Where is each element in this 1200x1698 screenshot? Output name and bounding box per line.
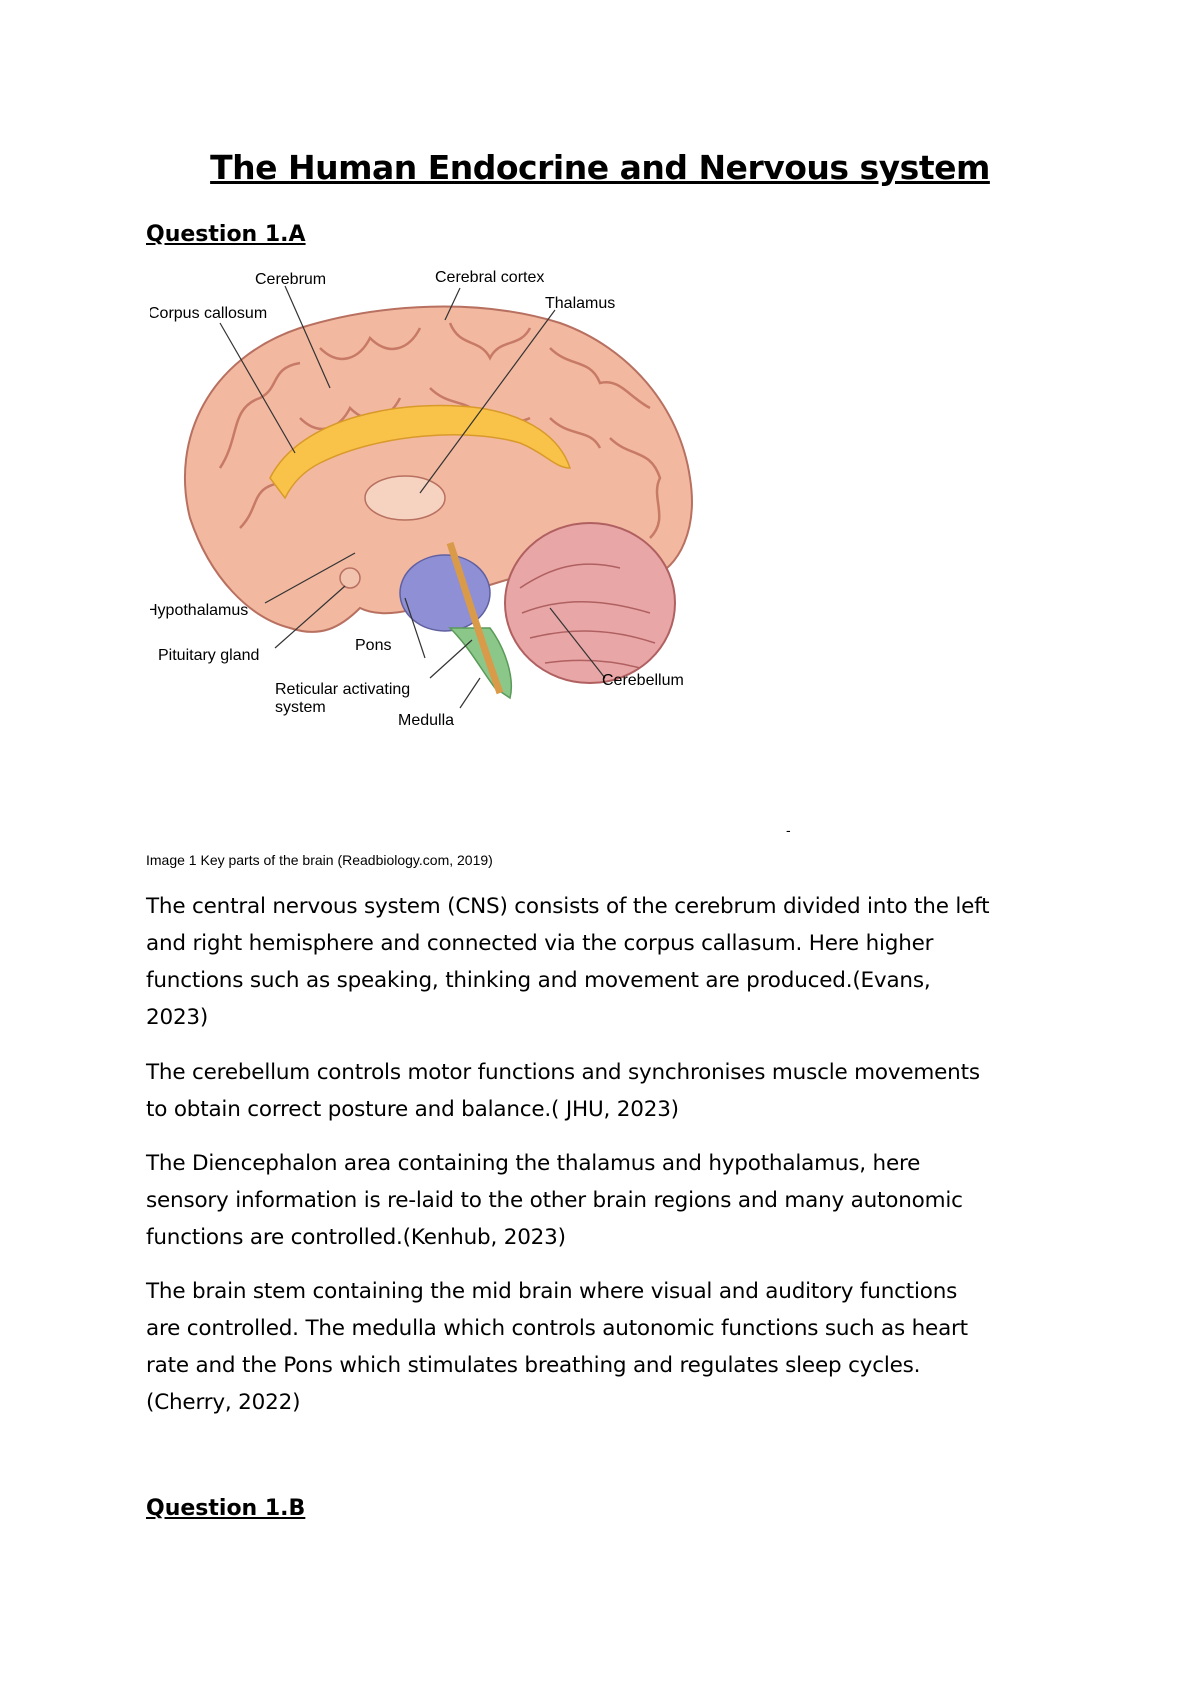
stray-dash: - bbox=[786, 822, 791, 838]
pituitary-shape bbox=[339, 567, 361, 589]
label-cerebrum: Cerebrum bbox=[255, 271, 326, 288]
label-pons: Pons bbox=[355, 637, 391, 654]
paragraph-line: The cerebellum controls motor functions … bbox=[146, 1060, 980, 1085]
label-hypothalamus: Hypothalamus bbox=[150, 602, 248, 619]
thalamus-shape bbox=[364, 475, 446, 521]
paragraph-cns: The central nervous system (CNS) consist… bbox=[146, 888, 1076, 1036]
label-pituitary-gland: Pituitary gland bbox=[158, 647, 259, 664]
pons-shape bbox=[399, 554, 491, 632]
paragraph-line: The central nervous system (CNS) consist… bbox=[146, 894, 990, 919]
paragraph-line: rate and the Pons which stimulates breat… bbox=[146, 1353, 921, 1378]
paragraph-line: to obtain correct posture and balance.( … bbox=[146, 1097, 679, 1122]
paragraph-line: sensory information is re-laid to the ot… bbox=[146, 1188, 963, 1213]
reticular-system-shape bbox=[446, 541, 504, 695]
paragraph-line: 2023) bbox=[146, 1005, 209, 1030]
label-thalamus: Thalamus bbox=[545, 295, 615, 312]
label-cerebellum: Cerebellum bbox=[602, 672, 684, 689]
cerebellum-folia bbox=[519, 563, 656, 669]
label-reticular-line1: Reticular activating bbox=[275, 681, 410, 698]
paragraph-brain-stem: The brain stem containing the mid brain … bbox=[146, 1273, 1076, 1421]
paragraph-line: are controlled. The medulla which contro… bbox=[146, 1316, 968, 1341]
document-title: The Human Endocrine and Nervous system bbox=[210, 148, 990, 187]
paragraph-line: The Diencephalon area containing the tha… bbox=[146, 1151, 921, 1176]
figure-caption: Image 1 Key parts of the brain (Readbiol… bbox=[146, 852, 493, 868]
question-1a-heading: Question 1.A bbox=[146, 222, 306, 247]
paragraph-line: functions such as speaking, thinking and… bbox=[146, 968, 931, 993]
paragraph-cerebellum: The cerebellum controls motor functions … bbox=[146, 1054, 1076, 1128]
label-reticular-line2: system bbox=[275, 699, 326, 716]
paragraph-line: (Cherry, 2022) bbox=[146, 1390, 301, 1415]
cerebellum-shape bbox=[504, 522, 676, 684]
label-cerebral-cortex: Cerebral cortex bbox=[435, 269, 544, 286]
paragraph-line: The brain stem containing the mid brain … bbox=[146, 1279, 958, 1304]
corpus-callosum-shape bbox=[269, 404, 572, 500]
label-corpus-callosum: Corpus callosum bbox=[150, 305, 267, 322]
paragraph-line: functions are controlled.(Kenhub, 2023) bbox=[146, 1225, 566, 1250]
paragraph-diencephalon: The Diencephalon area containing the tha… bbox=[146, 1145, 1076, 1256]
question-1b-heading: Question 1.B bbox=[146, 1496, 306, 1521]
paragraph-line: and right hemisphere and connected via t… bbox=[146, 931, 934, 956]
label-medulla: Medulla bbox=[398, 712, 454, 729]
label-leaders bbox=[219, 285, 606, 709]
brain-diagram: Cerebrum Cerebral cortex Thalamus Corpus… bbox=[150, 269, 693, 729]
